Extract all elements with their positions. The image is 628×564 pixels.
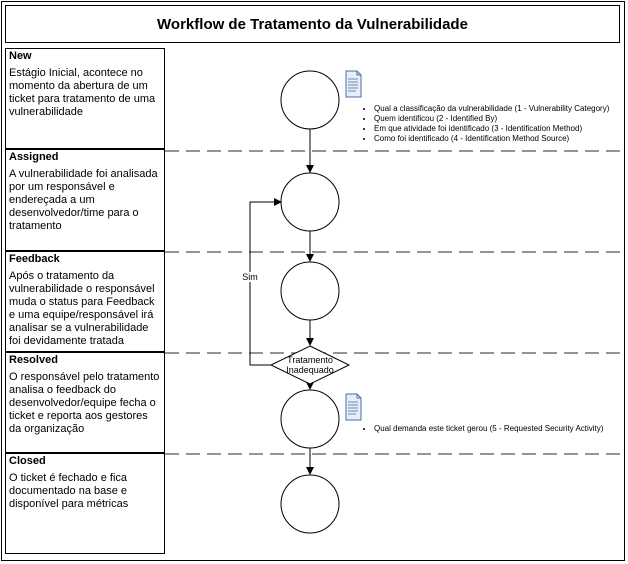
document-icon: [345, 70, 362, 98]
diagram-title: Workflow de Tratamento da Vulnerabilidad…: [5, 5, 620, 43]
stage-resolved: Resolved O responsável pelo tratamento a…: [5, 352, 165, 453]
stage-assigned: Assigned A vulnerabilidade foi analisada…: [5, 149, 165, 251]
note-item: Qual demanda este ticket gerou (5 - Requ…: [374, 424, 622, 434]
note-item: Qual a classificação da vulnerabilidade …: [374, 104, 622, 114]
new-notes: Qual a classificação da vulnerabilidade …: [364, 104, 622, 144]
stage-description: Estágio Inicial, acontece no momento da …: [9, 67, 156, 118]
stage-closed: Closed O ticket é fechado e fica documen…: [5, 453, 165, 554]
state-closed-circle: [280, 474, 340, 534]
stage-description: O responsável pelo tratamento analisa o …: [9, 371, 160, 435]
note-item: Em que atividade foi identificado (3 - I…: [374, 124, 622, 134]
stage-description: A vulnerabilidade foi analisada por um r…: [9, 168, 158, 232]
stage-name: Assigned: [9, 151, 59, 163]
stage-description: O ticket é fechado e fica documentado na…: [9, 472, 129, 510]
stage-separators: [165, 150, 622, 455]
decision-label: Tratamento Inadequado: [286, 355, 334, 375]
stage-new: New Estágio Inicial, acontece no momento…: [5, 48, 165, 149]
note-item: Quem identificou (2 - Identified By): [374, 114, 622, 124]
resolved-notes: Qual demanda este ticket gerou (5 - Requ…: [364, 424, 622, 434]
state-new-circle: [280, 70, 340, 130]
state-assigned-circle: [280, 172, 340, 232]
loop-label: Sim: [238, 272, 262, 282]
stage-name: New: [9, 50, 32, 62]
stage-feedback: Feedback Após o tratamento da vulnerabil…: [5, 251, 165, 352]
stage-name: Resolved: [9, 354, 58, 366]
stage-description: Após o tratamento da vulnerabilidade o r…: [9, 270, 155, 347]
note-item: Como foi identificado (4 - Identificatio…: [374, 134, 622, 144]
decision-diamond: [269, 345, 351, 385]
stage-name: Feedback: [9, 253, 60, 265]
stage-name: Closed: [9, 455, 46, 467]
loop-back-arrow: [249, 198, 282, 366]
state-feedback-circle: [280, 261, 340, 321]
state-resolved-circle: [280, 389, 340, 449]
document-icon: [345, 393, 362, 421]
